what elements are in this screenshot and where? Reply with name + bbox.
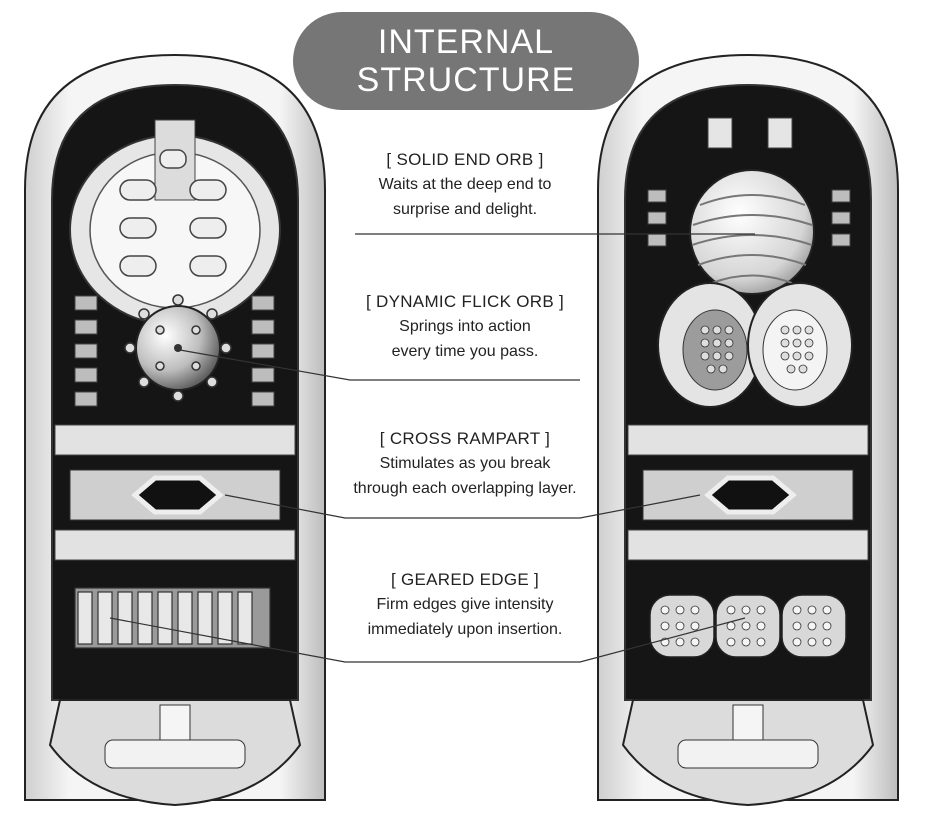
feature-title: [ DYNAMIC FLICK ORB ] [365,292,565,311]
feature-title: [ CROSS RAMPART ] [379,429,551,448]
feature-solid-end-orb: [ SOLID END ORB ] Waits at the deep end … [320,148,610,222]
dynamic-flick-orb-left [124,294,232,402]
solid-end-orb-right [689,169,815,295]
feature-title: [ GEARED EDGE ] [390,570,540,589]
feature-description: Firm edges give intensity immediately up… [367,596,563,638]
geared-edge-right [649,594,847,658]
feature-description: Waits at the deep end to surprise and de… [378,176,552,218]
title-line-1: INTERNAL [377,23,555,61]
cross-rampart-left [54,424,296,561]
leader-flick-orb [179,349,580,381]
solid-end-orb-nubs [119,149,227,277]
right-device [597,53,899,807]
feature-description: Springs into action every time you pass. [391,318,539,360]
cross-rampart-right [627,424,869,561]
leader-cross-rampart [224,494,701,519]
leader-geared-edge [109,617,746,663]
feature-cross-rampart: [ CROSS RAMPART ] Stimulates as you brea… [320,427,610,501]
feature-dynamic-flick-orb: [ DYNAMIC FLICK ORB ] Springs into actio… [320,290,610,364]
feature-title: [ SOLID END ORB ] [386,150,544,169]
title-line-2: STRUCTURE [356,61,576,99]
section-title: INTERNAL STRUCTURE [293,12,639,110]
left-device [24,53,326,807]
geared-edge-left [74,587,271,649]
feature-description: Stimulates as you break through each ove… [353,455,577,497]
leader-lines [109,233,755,663]
feature-geared-edge: [ GEARED EDGE ] Firm edges give intensit… [320,568,610,642]
dynamic-flick-orb-right [657,282,853,408]
